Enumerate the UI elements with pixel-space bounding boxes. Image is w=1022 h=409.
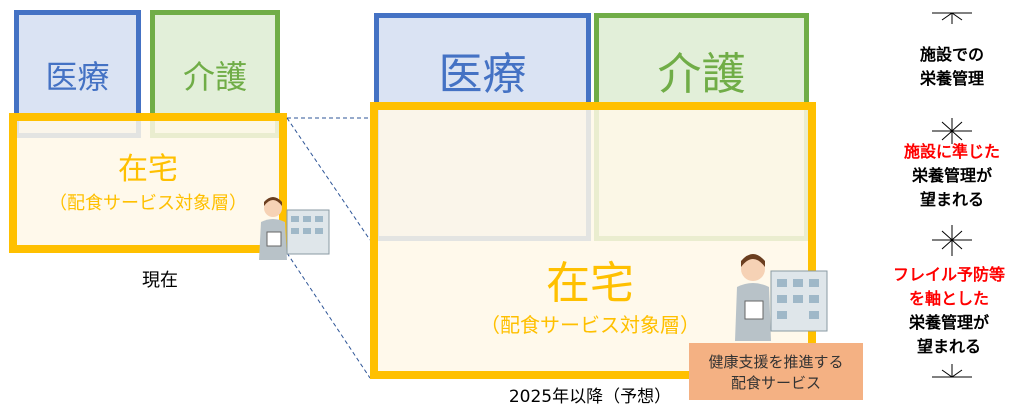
legend-zone-facility: 施設での 栄養管理 (919, 45, 984, 88)
current-medical-label: 医療 (45, 58, 110, 96)
current-home-label: 在宅 (118, 152, 178, 187)
current-home-box (9, 113, 287, 253)
service-note-box: 健康支援を推進する 配食サービス (689, 343, 863, 400)
service-note-line1: 健康支援を推進する (708, 352, 844, 371)
future-caption: 2025年以降（予想） (508, 386, 672, 407)
future-home-label: 在宅 (546, 258, 634, 309)
current-home-sublabel: （配食サービス対象層） (49, 193, 247, 214)
legend-zone-home-frailty: フレイル予防等 を軸とした 栄養管理が 望まれる (892, 265, 1005, 356)
current-care-label: 介護 (182, 58, 247, 96)
future-home-sublabel: （配食サービス対象層） (480, 312, 700, 337)
future-care-label: 介護 (657, 49, 746, 100)
worker-with-facility-icon-large (735, 254, 828, 341)
current-caption: 現在 (142, 270, 178, 291)
service-note-line2: 配食サービス (730, 373, 821, 392)
worker-with-facility-icon-small (259, 197, 330, 260)
future-medical-label: 医療 (438, 49, 527, 100)
legend-dividers (932, 12, 972, 378)
legend-zone-home-quasi-facility: 施設に準じた 栄養管理が 望まれる (903, 142, 1000, 209)
